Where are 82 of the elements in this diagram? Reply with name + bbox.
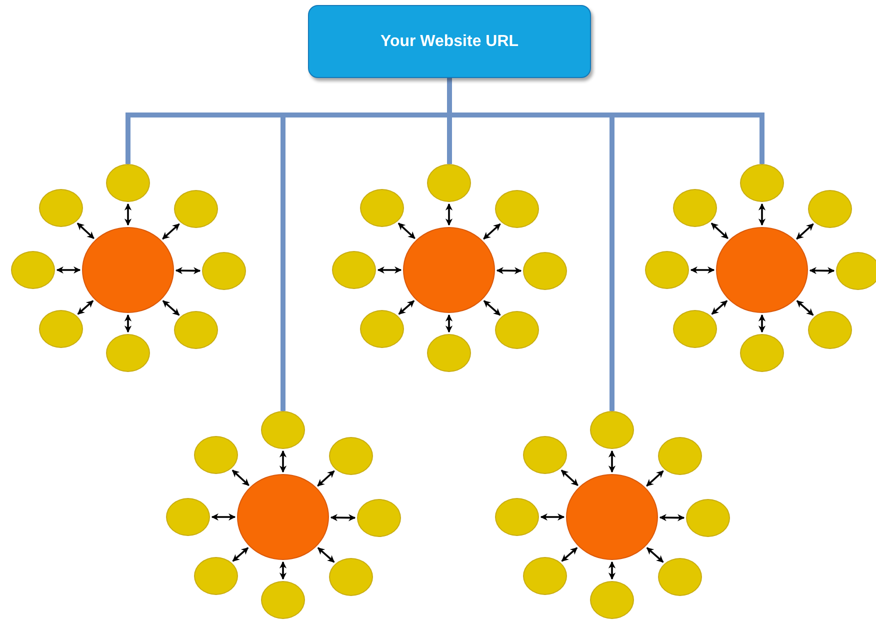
satellite-circle	[673, 189, 717, 227]
double-arrow	[796, 300, 814, 316]
satellite-circle	[590, 581, 634, 619]
double-arrow	[758, 203, 766, 226]
satellite-circle	[658, 558, 702, 596]
double-arrow	[561, 547, 578, 562]
double-arrow	[76, 222, 94, 240]
double-arrow	[646, 470, 664, 487]
satellite-circle	[360, 189, 404, 227]
satellite-circle	[166, 498, 210, 536]
satellite-circle	[329, 558, 373, 596]
satellite-circle	[523, 436, 567, 474]
satellite-circle	[360, 310, 404, 348]
double-arrow	[124, 314, 132, 333]
double-arrow	[211, 513, 236, 521]
double-arrow	[232, 547, 249, 562]
satellite-circle	[808, 190, 852, 228]
double-arrow	[330, 514, 356, 522]
double-arrow	[710, 222, 728, 240]
url-box	[308, 5, 591, 78]
satellite-circle	[495, 498, 539, 536]
satellite-circle	[106, 164, 150, 202]
double-arrow	[124, 203, 132, 226]
double-arrow	[162, 300, 180, 316]
satellite-circle	[329, 437, 373, 475]
satellite-circle	[174, 311, 218, 349]
double-arrow	[56, 266, 81, 274]
satellite-circle	[740, 334, 784, 372]
box-title: Your Website URL	[380, 32, 519, 50]
double-arrow	[659, 514, 685, 522]
double-arrow	[77, 300, 94, 315]
double-arrow	[608, 450, 616, 473]
satellite-circle	[658, 437, 702, 475]
satellite-circle	[523, 557, 567, 595]
satellite-circle	[645, 251, 689, 289]
satellite-circle	[740, 164, 784, 202]
double-arrow	[377, 266, 402, 274]
satellite-circle	[194, 436, 238, 474]
satellite-circle	[39, 310, 83, 348]
double-arrow	[445, 314, 453, 333]
satellite-circle	[202, 252, 246, 290]
satellite-circle	[836, 252, 876, 290]
double-arrow	[483, 223, 501, 240]
double-arrow	[646, 547, 664, 563]
double-arrow	[483, 300, 501, 316]
double-arrow	[690, 266, 715, 274]
double-arrow	[496, 266, 522, 274]
double-arrow	[711, 300, 728, 315]
double-arrow	[175, 266, 201, 274]
double-arrow	[162, 223, 180, 240]
satellite-circle	[332, 251, 376, 289]
double-arrow	[758, 314, 766, 333]
satellite-circle	[174, 190, 218, 228]
double-arrow	[279, 450, 287, 473]
satellite-circle	[523, 252, 567, 290]
double-arrow	[560, 470, 578, 486]
satellite-circle	[357, 499, 401, 537]
satellite-circle	[686, 499, 730, 537]
satellite-circle	[495, 311, 539, 349]
satellite-circle	[808, 311, 852, 349]
satellite-circle	[194, 557, 238, 595]
double-arrow	[445, 203, 453, 226]
double-arrow	[232, 470, 250, 486]
double-arrow	[796, 223, 814, 240]
satellite-circle	[39, 189, 83, 227]
double-arrow	[279, 561, 287, 580]
double-arrow	[809, 266, 835, 274]
satellite-circle	[261, 411, 305, 449]
double-arrow	[398, 222, 416, 240]
double-arrow	[317, 547, 335, 563]
satellite-circle	[590, 411, 634, 449]
satellite-circle	[261, 581, 305, 619]
double-arrow	[540, 513, 565, 521]
satellite-circle	[11, 251, 55, 289]
satellite-circle	[427, 334, 471, 372]
satellite-circle	[673, 310, 717, 348]
satellite-circle	[495, 190, 539, 228]
double-arrow	[608, 561, 616, 580]
double-arrow	[317, 470, 335, 487]
double-arrow	[398, 300, 415, 315]
satellite-circle	[427, 164, 471, 202]
satellite-circle	[106, 334, 150, 372]
